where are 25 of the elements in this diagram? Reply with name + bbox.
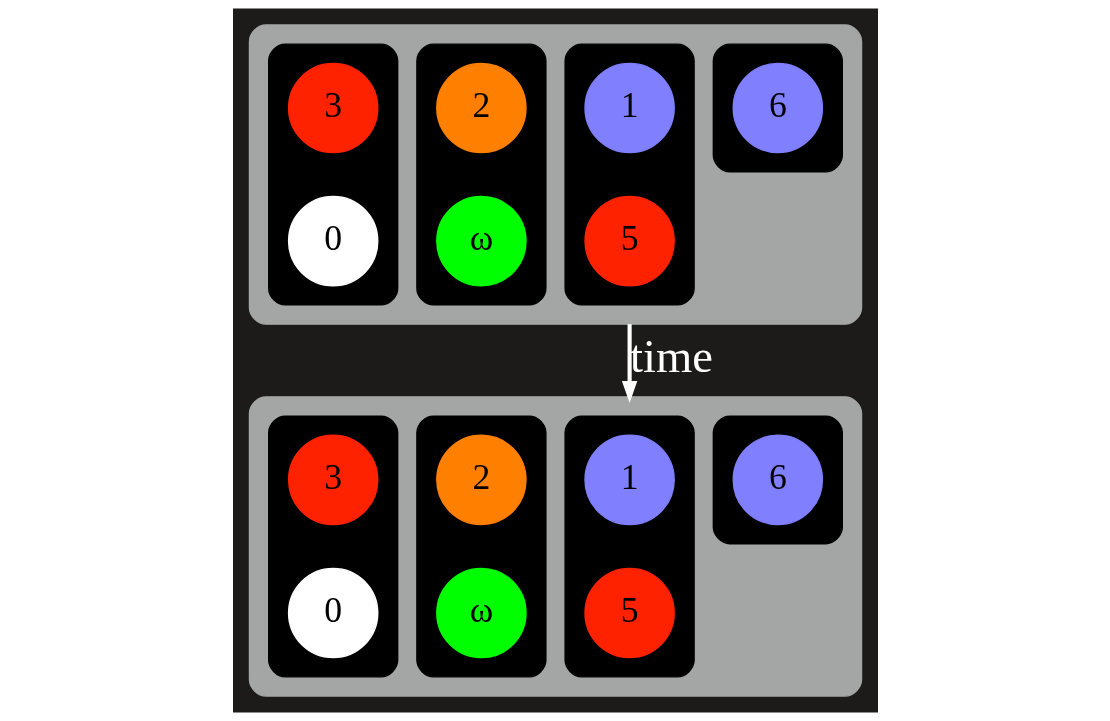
node-circle: 6	[732, 434, 823, 526]
node-circle: 0	[287, 195, 378, 287]
cluster	[712, 43, 843, 173]
cluster	[563, 43, 695, 306]
cluster	[415, 415, 547, 678]
node-circle: 5	[583, 195, 675, 287]
node-circle: 3	[287, 62, 378, 154]
node-circle: 1	[583, 434, 675, 526]
node-circle: 0	[287, 567, 378, 659]
node-circle: 3	[287, 434, 378, 526]
node-circle: ω	[435, 567, 527, 659]
cluster	[248, 396, 862, 697]
cluster	[267, 43, 398, 306]
cluster	[267, 415, 398, 678]
cluster	[563, 415, 695, 678]
cluster	[415, 43, 547, 306]
cluster	[248, 24, 862, 325]
node-circle: 2	[435, 434, 527, 526]
node-circle: 6	[732, 62, 823, 154]
node-circle: 2	[435, 62, 527, 154]
node-circle: ω	[435, 195, 527, 287]
node-circle: 1	[583, 62, 675, 154]
node-circle: 5	[583, 567, 675, 659]
cluster	[712, 415, 843, 545]
arrow	[621, 324, 637, 404]
